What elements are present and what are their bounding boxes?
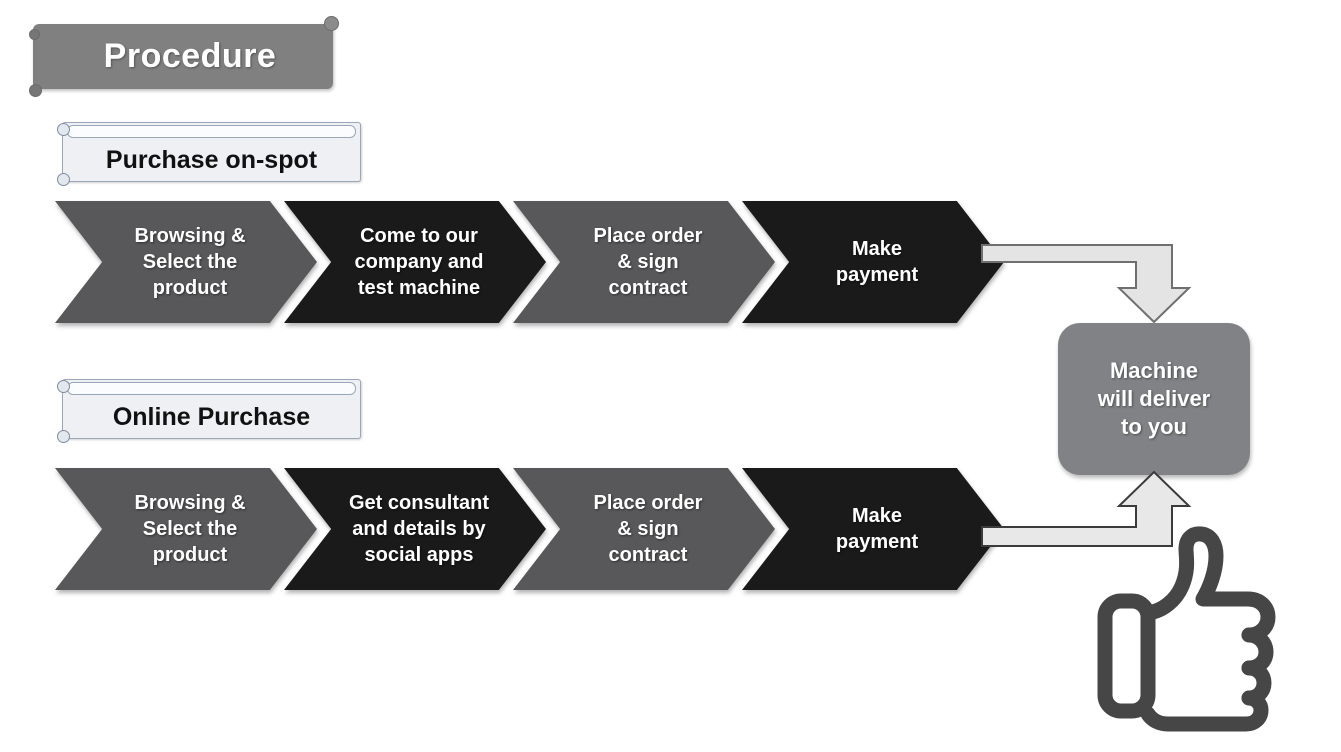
procedure-banner: Procedure: [29, 16, 339, 97]
elbow-arrow-up-icon: [981, 470, 1192, 547]
plaque-roll-top: [67, 125, 356, 138]
process-step-label: Browsing & Select the product: [134, 492, 246, 566]
process-step-4[interactable]: Make payment: [742, 201, 1004, 323]
process-row-online-purchase: Browsing & Select the product Get consul…: [0, 468, 1004, 590]
plaque-pin-top-left: [57, 123, 70, 136]
process-step-label: Make payment: [835, 238, 919, 286]
banner-pin-top-right: [324, 16, 339, 31]
section-label-text: Online Purchase: [112, 402, 311, 431]
section-label-online-purchase: Online Purchase: [57, 379, 361, 443]
section-label-purchase-on-spot: Purchase on-spot: [57, 122, 361, 186]
process-step-label: Place order & sign contract: [593, 225, 703, 299]
thumbs-up-icon: [1097, 526, 1276, 732]
section-label-text: Purchase on-spot: [105, 145, 318, 174]
process-step-4[interactable]: Make payment: [742, 468, 1004, 590]
elbow-arrow-down-icon: [981, 244, 1192, 324]
process-step-label: Come to our company and test machine: [354, 225, 484, 299]
process-step-3[interactable]: Place order & sign contract: [513, 468, 775, 590]
plaque-pin-top-left: [57, 380, 70, 393]
plaque-pin-bottom-left: [57, 430, 70, 443]
process-step-3[interactable]: Place order & sign contract: [513, 201, 775, 323]
page-title: Procedure: [103, 37, 277, 75]
process-step-label: Browsing & Select the product: [134, 225, 246, 299]
process-step-label: Place order & sign contract: [593, 492, 703, 566]
process-step-1[interactable]: Browsing & Select the product: [55, 468, 317, 590]
process-step-label: Get consultant and details by social app…: [348, 492, 489, 566]
plaque-roll-top: [67, 382, 356, 395]
process-step-label: Make payment: [835, 505, 919, 553]
process-step-2[interactable]: Come to our company and test machine: [284, 201, 546, 323]
plaque-pin-bottom-left: [57, 173, 70, 186]
delivery-outcome-text: Machine will deliver to you: [1097, 357, 1211, 440]
process-step-2[interactable]: Get consultant and details by social app…: [284, 468, 546, 590]
banner-pin-bottom-left: [29, 84, 42, 97]
banner-pin-top-left: [29, 29, 40, 40]
process-row-purchase-on-spot: Browsing & Select the product Come to ou…: [0, 201, 1004, 323]
process-step-1[interactable]: Browsing & Select the product: [55, 201, 317, 323]
delivery-outcome-box: Machine will deliver to you: [1058, 323, 1250, 475]
